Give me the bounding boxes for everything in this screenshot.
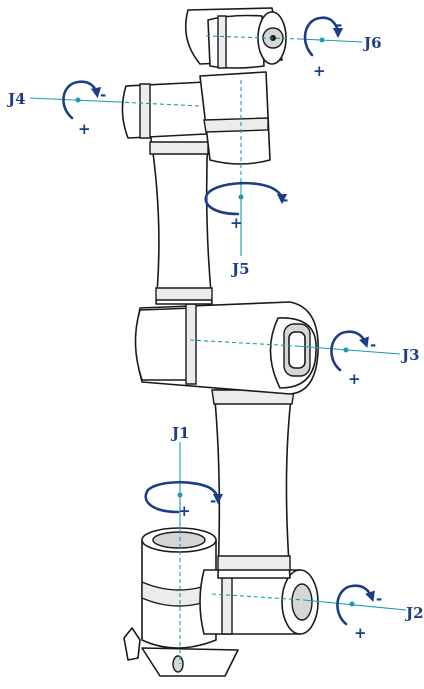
robot-arm — [121, 7, 319, 677]
j2-label: J2 — [404, 604, 424, 622]
joint-j4: - + J4 — [6, 80, 201, 138]
j2-axis-dashed — [211, 593, 305, 601]
j3-rotation-arrow — [330, 330, 369, 372]
j6-label: J6 — [362, 34, 382, 52]
j6-minus-sign: - — [336, 16, 342, 34]
j2-axis — [303, 599, 407, 611]
j4-axis-dot — [75, 97, 81, 103]
j1-minus-sign: - — [210, 492, 216, 510]
j4-rotation-arrow — [62, 80, 102, 120]
j1-rotation-arrow — [144, 480, 224, 514]
j2-axis-dot — [349, 601, 355, 607]
j2-rotation-arrow — [336, 584, 375, 626]
j1-axis-dot — [177, 492, 183, 498]
j1-label: J1 — [170, 424, 190, 442]
j2-plus-sign: + — [354, 624, 367, 642]
lower-link — [211, 389, 295, 579]
j4-minus-sign: - — [100, 86, 106, 104]
j3-axis-dot — [343, 347, 349, 353]
upper-link — [149, 131, 213, 305]
base-mount — [123, 627, 239, 677]
j5-label: J5 — [230, 260, 250, 278]
j3-axis-dashed — [189, 339, 297, 347]
joint-j3: - + J3 — [189, 330, 420, 388]
j4-axis — [29, 97, 119, 103]
wrist-2-joint — [199, 71, 271, 165]
joint-j1: - + J1 — [144, 424, 224, 664]
j4-label: J4 — [6, 90, 26, 108]
shoulder-joint — [199, 569, 319, 635]
j5-plus-sign: + — [230, 214, 243, 232]
j6-plus-sign: + — [313, 62, 326, 80]
joint-j2: - + J2 — [211, 584, 424, 642]
j4-plus-sign: + — [78, 120, 91, 138]
j2-minus-sign: - — [376, 590, 382, 608]
j6-axis — [299, 38, 363, 43]
joint-j5: - + J5 — [204, 80, 288, 278]
j6-rotation-arrow — [303, 16, 344, 57]
j5-rotation-arrow — [204, 181, 288, 216]
j3-plus-sign: + — [348, 370, 361, 388]
base-cylinder — [141, 527, 217, 649]
joint-j6: - + J6 — [205, 16, 382, 80]
j3-label: J3 — [400, 346, 420, 364]
j6-axis-dot — [319, 37, 325, 43]
wrist-1-joint — [121, 81, 211, 139]
elbow-joint — [134, 301, 319, 395]
j1-plus-sign: + — [178, 502, 191, 520]
j6-axis-dashed — [205, 35, 301, 40]
j3-minus-sign: - — [370, 336, 376, 354]
j5-minus-sign: - — [282, 191, 288, 209]
j5-axis-dot — [238, 194, 244, 200]
